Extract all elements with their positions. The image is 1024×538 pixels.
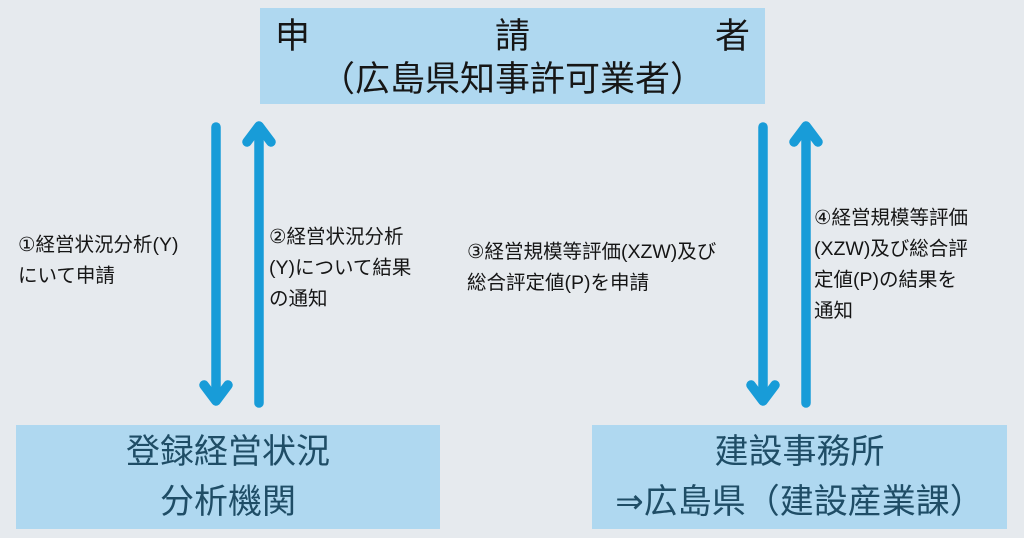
step1-request-arrow [199,122,233,406]
label-line: ④経営規模等評価 [814,207,968,229]
applicant-title: 申 請 者 [260,9,765,57]
label-line: ②経営状況分析 [269,226,404,248]
applicant-title-char: 請 [494,16,530,56]
step4-label: ④経営規模等評価 (XZW)及び総合評定値(P)の結果を通知 [814,203,968,327]
label-line: ①経営状況分析(Y) [18,234,179,256]
step3-request-arrow [746,122,780,406]
applicant-title-char: 者 [714,16,750,56]
step1-label: ①経営状況分析(Y) にいて申請 [18,230,178,292]
analysis-org-box: 登録経営状況 分析機関 [16,425,440,529]
label-line: の通知 [269,288,328,310]
construction-office-box: 建設事務所 ⇒広島県（建設産業課） [592,425,1007,529]
step2-result-arrow [242,121,276,408]
step3-label: ③経営規模等評価(XZW)及び総合評定値(P)を申請 [467,237,716,299]
label-line: (XZW)及び総合評 [814,238,968,260]
label-line: にいて申請 [18,265,115,287]
label-line: (Y)について結果 [269,257,412,279]
label-line: 通知 [814,300,854,322]
applicant-title-char: 申 [275,16,311,56]
construction-office-line1: 建設事務所 [714,433,885,471]
construction-office-line2: ⇒広島県（建設産業課） [615,483,984,521]
analysis-org-line1: 登録経営状況 [126,433,330,471]
applicant-box: 申 請 者 （広島県知事許可業者） [260,8,765,104]
label-line: ③経営規模等評価(XZW)及び [467,241,717,263]
label-line: 総合評定値(P)を申請 [467,272,649,294]
applicant-subtitle: （広島県知事許可業者） [319,60,705,99]
label-line: 定値(P)の結果を [814,269,957,291]
analysis-org-line2: 分析機関 [160,483,296,521]
step4-result-arrow [789,121,823,408]
step2-label: ②経営状況分析 (Y)について結果の通知 [269,222,411,315]
